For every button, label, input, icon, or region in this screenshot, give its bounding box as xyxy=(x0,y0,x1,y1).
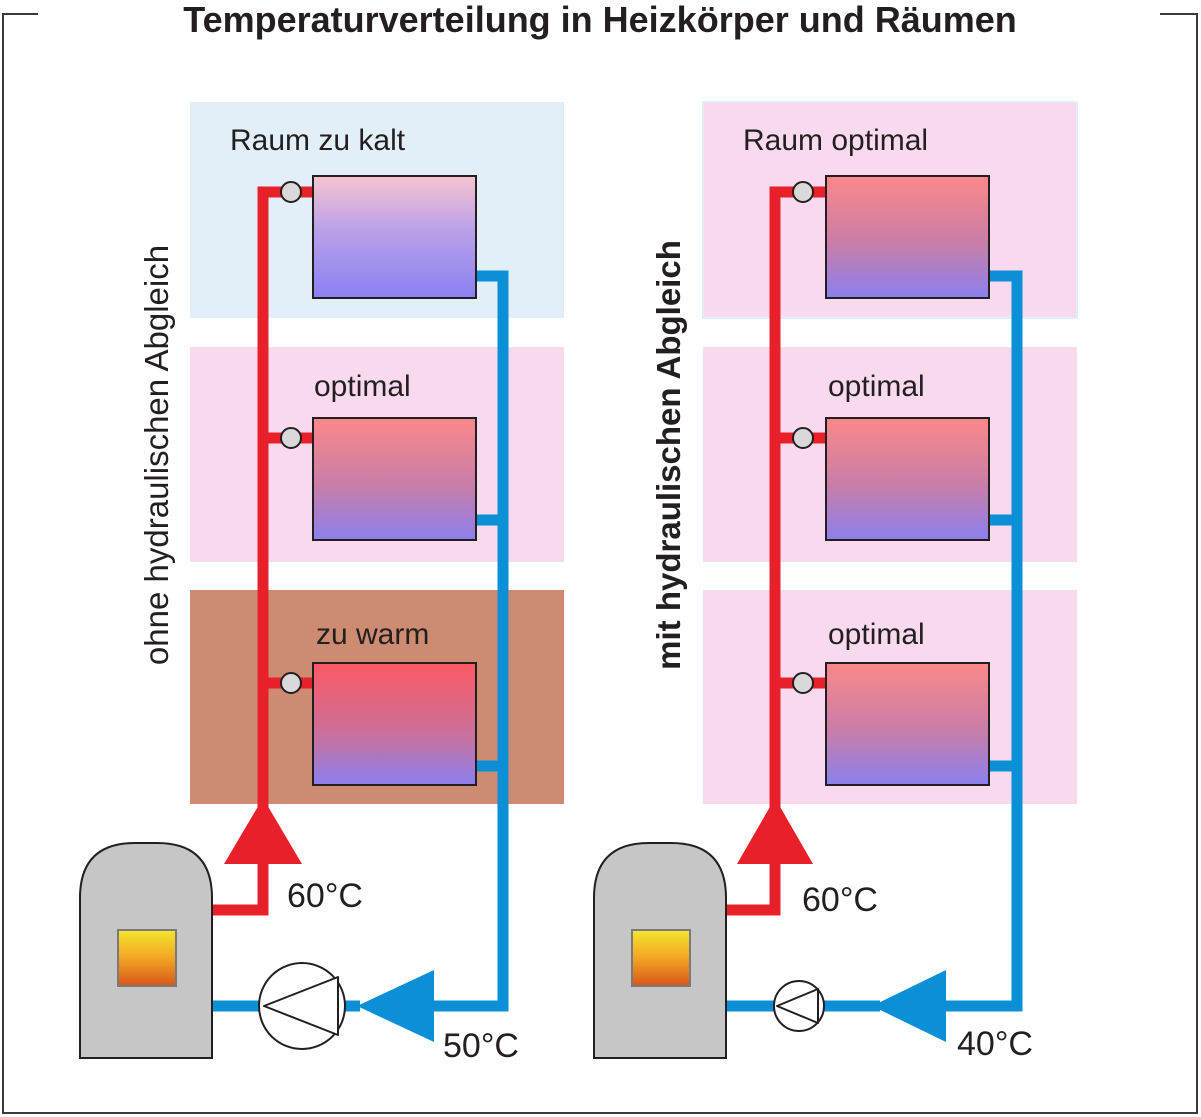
burner-flame-icon xyxy=(117,929,177,987)
outer-frame xyxy=(2,13,1198,1114)
room-label-optimal: optimal xyxy=(314,370,411,403)
thermostat-valve-icon xyxy=(280,427,302,449)
radiator-optimal xyxy=(825,417,990,541)
room-label-optimal-bottom: optimal xyxy=(828,618,925,651)
left-panel: Raum zu kalt optimal zu warm ohne hydrau… xyxy=(79,102,564,1065)
thermostat-valve-icon xyxy=(792,427,814,449)
room-label-optimal-top: Raum optimal xyxy=(743,124,928,157)
circulation-pump-icon xyxy=(258,962,346,1050)
return-temperature: 50°C xyxy=(443,1027,519,1065)
side-label-with-balancing: mit hydraulischen Abgleich xyxy=(650,240,687,670)
return-flow-arrow xyxy=(872,970,946,1042)
supply-flow-arrow xyxy=(737,798,813,864)
supply-flow-arrow xyxy=(224,798,302,864)
room-label-too-cold: Raum zu kalt xyxy=(230,124,406,157)
radiator-optimal xyxy=(825,175,990,299)
radiator-cold xyxy=(312,175,477,299)
thermostat-valve-icon xyxy=(280,672,302,694)
circulation-pump-icon xyxy=(773,980,825,1032)
supply-temperature: 60°C xyxy=(287,877,363,915)
room-label-optimal-middle: optimal xyxy=(828,370,925,403)
radiator-warm xyxy=(312,662,477,786)
thermostat-valve-icon xyxy=(792,672,814,694)
radiator-optimal xyxy=(312,417,477,541)
room-label-too-warm: zu warm xyxy=(316,618,429,651)
thermostat-valve-icon xyxy=(792,181,814,203)
burner-flame-icon xyxy=(631,929,691,987)
supply-temperature: 60°C xyxy=(802,881,878,919)
thermostat-valve-icon xyxy=(280,181,302,203)
return-flow-arrow xyxy=(357,970,434,1042)
right-panel: Raum optimal optimal optimal mit hydraul… xyxy=(593,101,1078,1063)
diagram-title: Temperaturverteilung in Heizkörper und R… xyxy=(183,0,1016,40)
side-label-without-balancing: ohne hydraulischen Abgleich xyxy=(138,245,175,665)
radiator-optimal xyxy=(825,662,990,786)
return-pipe xyxy=(726,270,1023,1012)
return-pipe xyxy=(212,270,509,1012)
return-temperature: 40°C xyxy=(957,1025,1033,1063)
